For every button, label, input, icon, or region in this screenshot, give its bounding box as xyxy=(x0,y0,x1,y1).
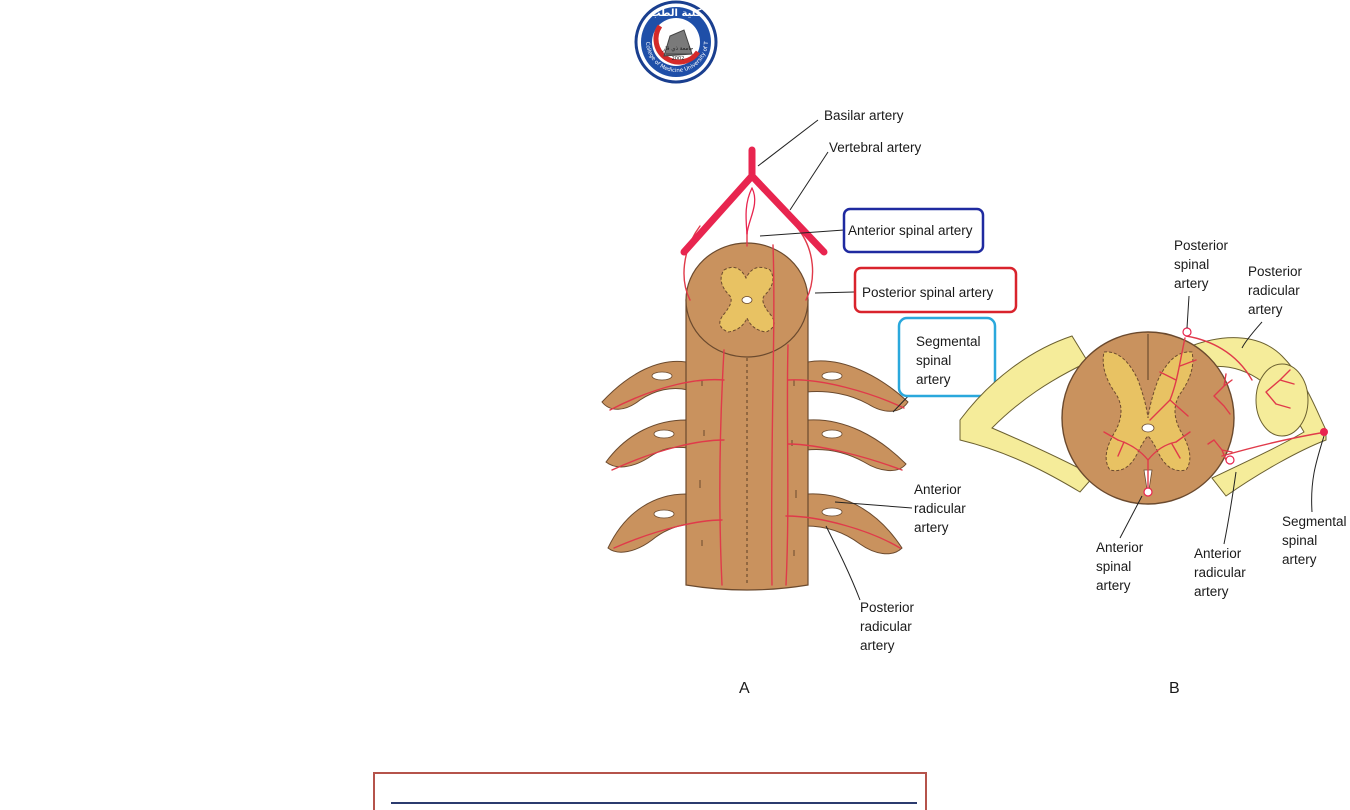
label-anterior-radicular-artery-a: Anterior radicular artery xyxy=(914,482,970,535)
label-posterior-radicular-artery-a: Posterior radicular artery xyxy=(860,600,918,653)
posterior-spinal-artery-box xyxy=(853,266,1018,314)
figure-b: Posterior spinal artery Posterior radicu… xyxy=(959,238,1350,697)
dorsal-root-ganglion xyxy=(1255,363,1309,437)
segmental-spinal-artery-box xyxy=(897,316,997,398)
footer-divider xyxy=(391,802,917,804)
anterior-spinal-artery-box xyxy=(842,207,985,254)
arteries-b xyxy=(1103,335,1327,491)
label-anterior-spinal-artery-b: Anterior spinal artery xyxy=(1096,540,1147,593)
figure-a: Basilar artery Vertebral artery Anterior… xyxy=(601,108,1018,697)
label-vertebral-artery: Vertebral artery xyxy=(829,140,922,155)
label-posterior-radicular-artery-b: Posterior radicular artery xyxy=(1248,264,1306,317)
logo-arabic-top: كلية الطب xyxy=(650,8,701,19)
panel-label-a: A xyxy=(739,680,750,697)
logo-english-ring: College of Medicine University of Thi-Qa… xyxy=(0,0,710,74)
root-left-b xyxy=(959,335,1095,493)
footer-frame xyxy=(373,772,927,810)
arteries-a xyxy=(609,225,905,586)
label-posterior-spinal-artery-b: Posterior spinal artery xyxy=(1174,238,1232,291)
leader-lines-b xyxy=(1119,295,1325,545)
leader-lines-a xyxy=(757,119,915,601)
panel-label-b: B xyxy=(1169,680,1180,697)
label-basilar-artery: Basilar artery xyxy=(824,108,904,123)
basilar-vertebral-arteries xyxy=(680,146,828,256)
logo-year: 2002 xyxy=(672,56,685,62)
label-anterior-spinal-artery-a: Anterior spinal artery xyxy=(848,223,973,238)
label-segmental-spinal-artery-b: Segmental spinal artery xyxy=(1282,514,1350,567)
svg-text:College of Medicine University: College of Medicine University of Thi-Qa… xyxy=(0,0,710,74)
label-posterior-spinal-artery-a: Posterior spinal artery xyxy=(862,285,994,300)
grey-matter-b xyxy=(1102,351,1194,472)
label-anterior-radicular-artery-b: Anterior radicular artery xyxy=(1194,546,1250,599)
logo-arabic-center: جامعة ذي قار xyxy=(662,46,694,52)
college-logo: كلية الطب جامعة ذي قار 2002 College of M… xyxy=(0,0,718,84)
label-segmental-spinal-artery-a: Segmental spinal artery xyxy=(916,334,984,387)
